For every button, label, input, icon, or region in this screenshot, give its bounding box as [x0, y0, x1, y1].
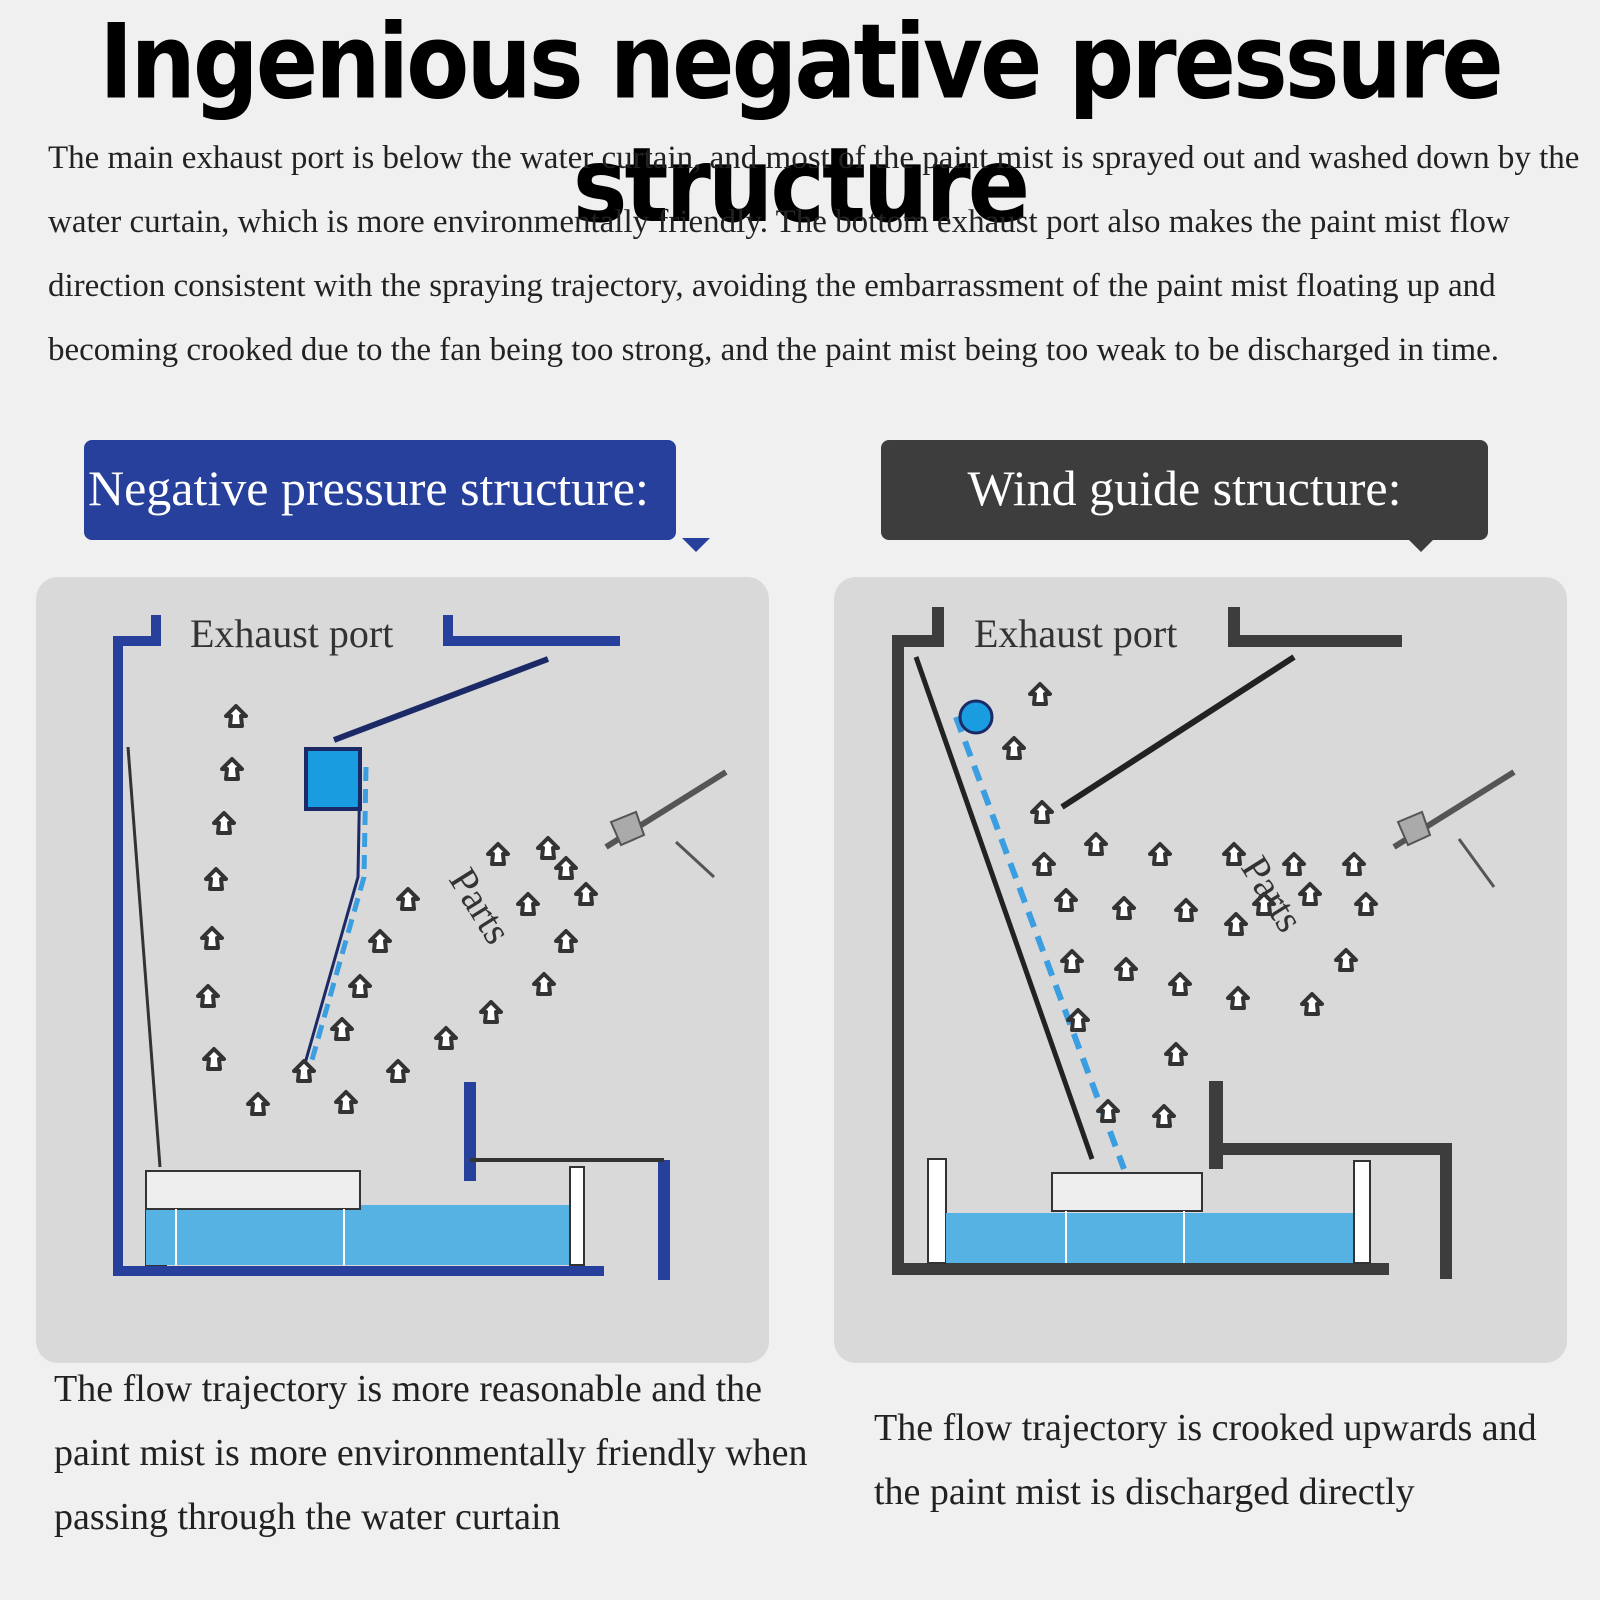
caption-negative-pressure: The flow trajectory is more reasonable a…: [54, 1368, 808, 1538]
caption-wind-guide: The flow trajectory is crooked upwards a…: [874, 1407, 1537, 1513]
intro-paragraph: The main exhaust port is below the water…: [48, 140, 1580, 368]
mist-puffs-left: [196, 704, 598, 1116]
tag-negative-pressure: Negative pressure structure:: [84, 440, 710, 552]
parts-label: Parts: [440, 860, 521, 952]
spray-gun-icon: [604, 769, 728, 879]
exhaust-port-label: Exhaust port: [974, 611, 1177, 656]
spray-gun-icon: [1392, 769, 1516, 888]
negative-pressure-diagram: Exhaust port Parts: [36, 577, 769, 1363]
exhaust-port-label: Exhaust port: [190, 611, 393, 656]
tag-wind-guide: Wind guide structure:: [881, 440, 1488, 552]
wind-guide-diagram: Exhaust port Parts: [834, 577, 1567, 1363]
headline: Ingenious negative pressure structure: [99, 2, 1504, 246]
